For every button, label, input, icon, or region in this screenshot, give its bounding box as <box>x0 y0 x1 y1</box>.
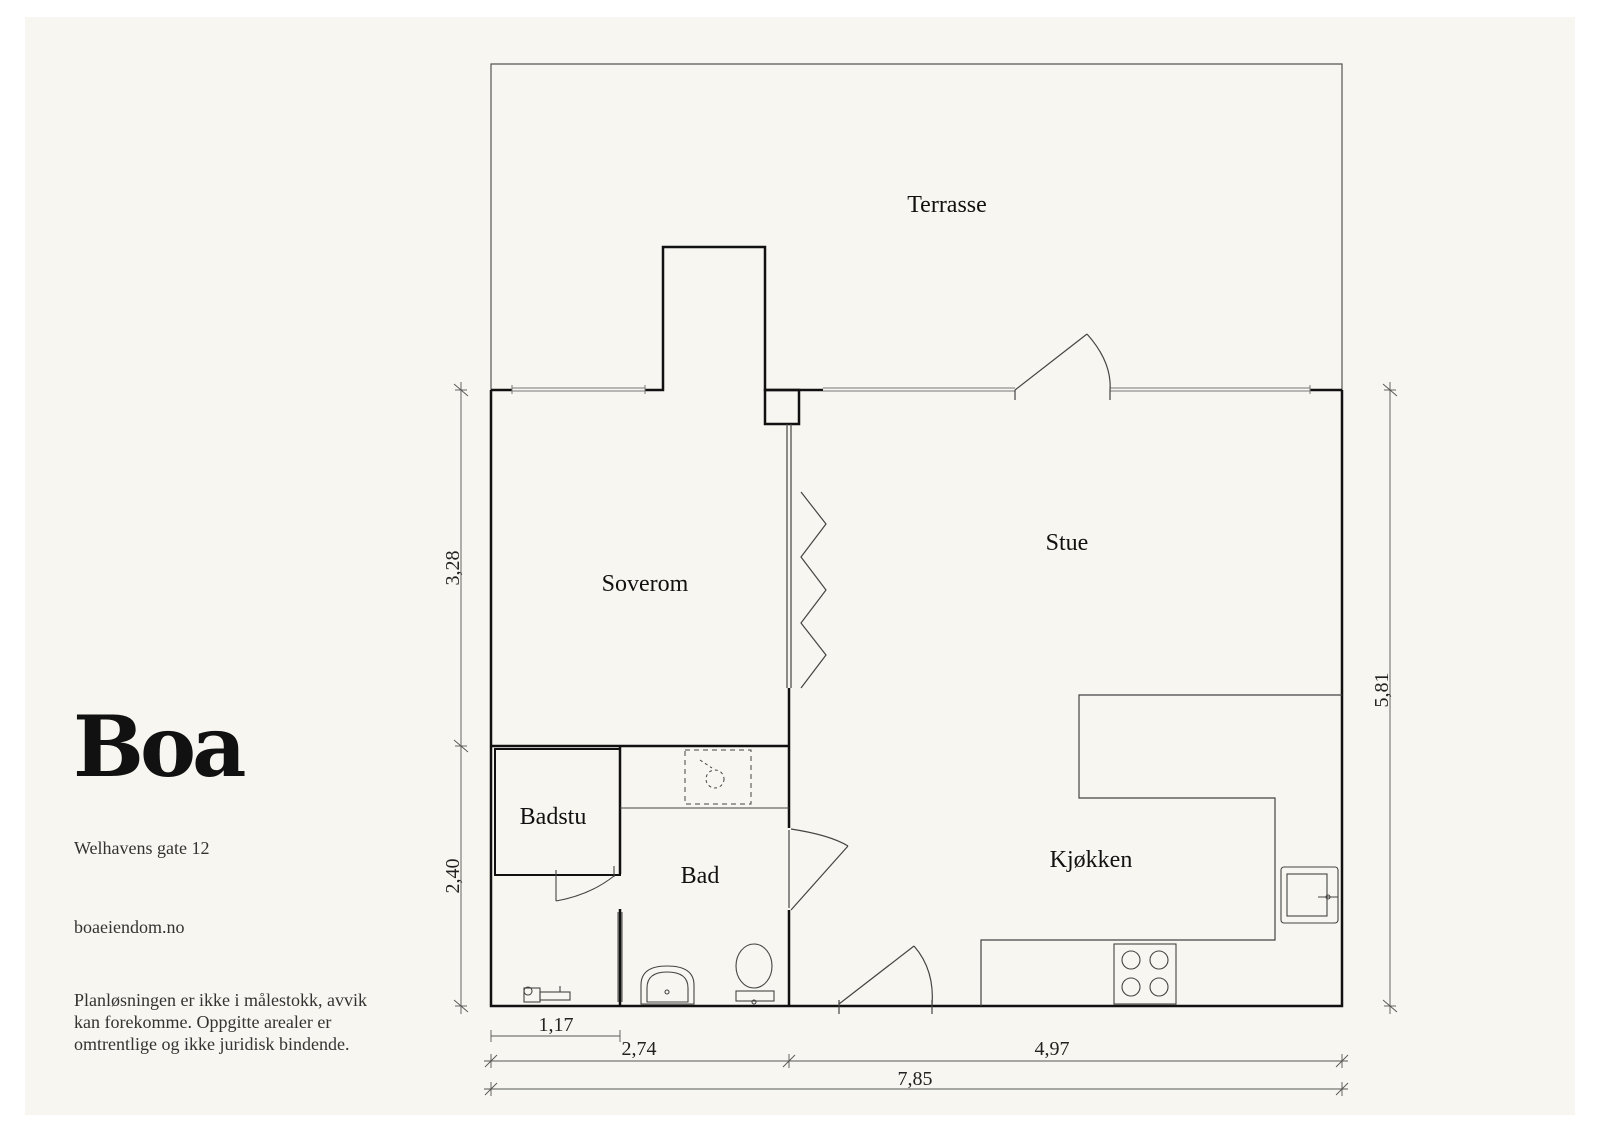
exterior-walls <box>489 245 1344 1008</box>
interior-walls <box>491 688 791 1006</box>
toilet-icon <box>735 943 775 1005</box>
room-label-sauna: Badstu <box>520 804 587 830</box>
room-label-bedroom: Soverom <box>602 571 689 597</box>
dimension-left-lower: 2,40 <box>442 859 464 894</box>
terrace-windows <box>511 385 1311 394</box>
property-address: Welhavens gate 12 <box>74 838 210 858</box>
dimension-bottom-left: 2,74 <box>622 1038 657 1060</box>
dimension-lines <box>453 382 1398 1096</box>
dimension-bottom-right: 4,97 <box>1035 1038 1070 1060</box>
terrace-outline <box>490 63 1343 390</box>
dimension-left-upper: 3,28 <box>442 551 464 586</box>
kitchen-counter <box>980 694 1342 1006</box>
sauna-walls <box>494 748 621 876</box>
room-label-kitchen: Kjøkken <box>1050 847 1133 873</box>
shaft-box <box>763 388 801 426</box>
disclaimer-text: Planløsningen er ikke i målestokk, avvik… <box>74 990 367 1054</box>
folding-door[interactable] <box>786 424 827 689</box>
dimension-bottom-total: 7,85 <box>898 1068 933 1090</box>
kitchen-sink-icon <box>1280 866 1339 924</box>
terrace-door[interactable] <box>1014 333 1111 400</box>
room-label-living: Stue <box>1046 530 1089 556</box>
shower <box>620 749 789 809</box>
website-link[interactable]: boaeiendom.no <box>74 917 185 937</box>
dimension-bottom-sauna: 1,17 <box>539 1014 574 1036</box>
dimension-right: 5,81 <box>1371 673 1393 708</box>
bath-door[interactable] <box>788 828 849 911</box>
sauna-heater-icon <box>523 986 571 1003</box>
sink-icon <box>640 965 695 1005</box>
room-label-terrace: Terrasse <box>907 192 987 218</box>
entrance-door[interactable] <box>838 945 933 1014</box>
brand-logo: Boa <box>73 697 246 796</box>
bath-partition <box>617 912 623 1002</box>
floorplan-sheet: Boa Welhavens gate 12 boaeiendom.no Plan… <box>25 17 1575 1115</box>
stove-icon <box>1113 943 1177 1005</box>
room-label-bath: Bad <box>681 863 720 889</box>
sauna-door[interactable] <box>555 866 615 902</box>
